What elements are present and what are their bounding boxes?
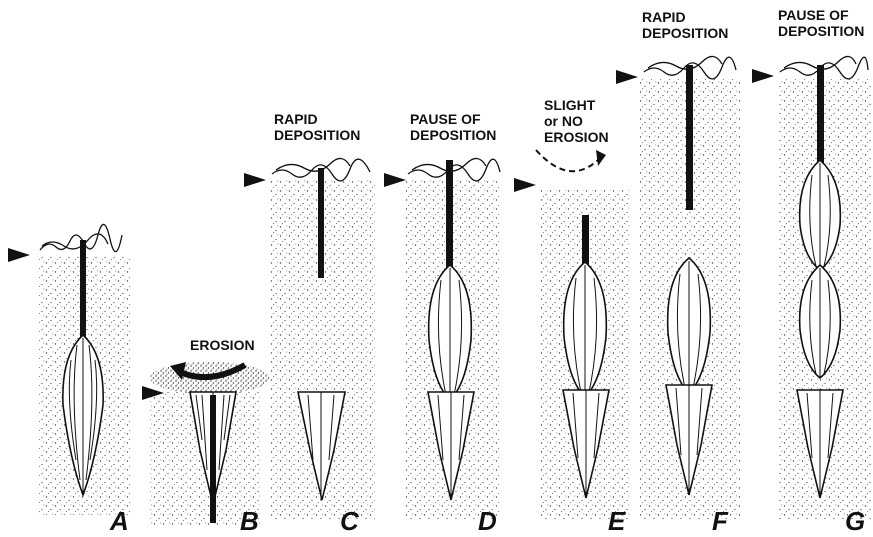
stem [817, 65, 824, 175]
panel-a: A [8, 224, 130, 536]
surface-arrow [384, 173, 406, 187]
panel-letter: G [845, 506, 865, 536]
panel-f: RAPID DEPOSITION F [616, 9, 740, 536]
stem [80, 240, 86, 340]
stem [446, 160, 453, 270]
stem [318, 168, 324, 278]
caption-line: or NO [544, 113, 583, 129]
caption-line: DEPOSITION [642, 25, 728, 41]
caption-line: PAUSE OF [410, 111, 481, 127]
caption-line: DEPOSITION [274, 127, 360, 143]
stem [686, 65, 693, 210]
panel-e: SLIGHT or NO EROSION E [514, 97, 630, 536]
panel-d: PAUSE OF DEPOSITION D [384, 111, 500, 536]
panel-g: PAUSE OF DEPOSITION G [752, 7, 871, 536]
erosion-arrow-dashed [536, 150, 600, 171]
caption-line: EROSION [190, 337, 255, 353]
caption-line: DEPOSITION [778, 23, 864, 39]
erosion-arrowhead [596, 150, 606, 166]
caption-line: EROSION [544, 129, 609, 145]
surface-arrow [514, 178, 536, 192]
caption-line: DEPOSITION [410, 127, 496, 143]
surface-arrow [752, 69, 774, 83]
caption-line: RAPID [274, 111, 318, 127]
panel-c: RAPID DEPOSITION C [244, 111, 375, 536]
panel-letter: B [240, 506, 259, 536]
surface-arrow [8, 248, 30, 262]
surface-roots [408, 158, 500, 180]
surface-arrow [616, 70, 638, 84]
panel-letter: C [340, 506, 360, 536]
panel-letter: A [109, 506, 129, 536]
panel-letter: F [712, 506, 729, 536]
panel-b: EROSION B [142, 337, 270, 536]
surface-arrow [244, 173, 266, 187]
panel-letter: E [608, 506, 626, 536]
caption-line: SLIGHT [544, 97, 596, 113]
caption-line: RAPID [642, 9, 686, 25]
panel-letter: D [478, 506, 497, 536]
caption-line: PAUSE OF [778, 7, 849, 23]
stem [210, 395, 216, 523]
